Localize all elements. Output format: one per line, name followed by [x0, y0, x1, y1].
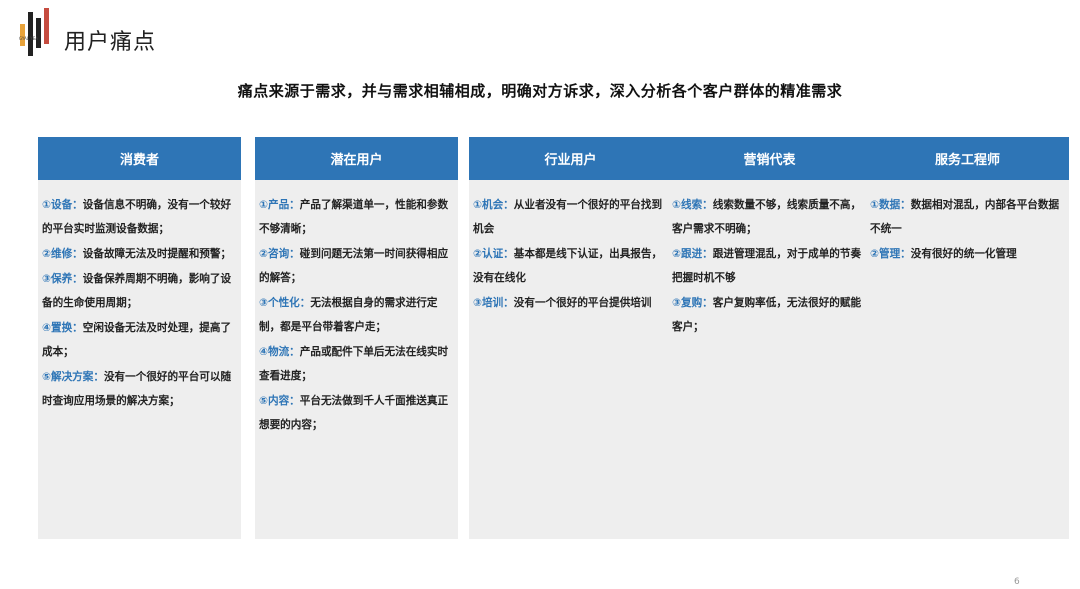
column-header: 服务工程师 — [866, 137, 1069, 180]
pain-point-text: 没有一个很好的平台提供培训 — [513, 297, 652, 309]
pain-point-text: 数据相对混乱，内部各平台数据不统一 — [870, 199, 1060, 235]
page-title: 用户痛点 — [64, 30, 157, 55]
logo-mark-icon: GYAL YEA — [19, 8, 49, 56]
pain-point-item: ①线索：线索数量不够，线索质量不高，客户需求不明确； — [672, 193, 867, 241]
pain-point-label: ②维修： — [42, 248, 83, 260]
column-header: 营销代表 — [668, 137, 871, 180]
pain-point-label: ②跟进： — [672, 248, 713, 260]
pain-point-item: ②维修：设备故障无法及时提醒和预警； — [42, 242, 237, 266]
column-body: ①设备：设备信息不明确，没有一个较好的平台实时监测设备数据；②维修：设备故障无法… — [38, 180, 241, 413]
pain-point-label: ②认证： — [473, 248, 514, 260]
pain-point-label: ④物流： — [259, 346, 300, 358]
pain-point-item: ④物流：产品或配件下单后无法在线实时查看进度； — [259, 340, 454, 388]
pain-point-item: ②跟进：跟进管理混乱，对于成单的节奏把握时机不够 — [672, 242, 867, 290]
pain-point-text: 产品或配件下单后无法在线实时查看进度； — [259, 346, 449, 382]
pain-point-item: ②认证：基本都是线下认证，出具报告，没有在线化 — [473, 242, 668, 290]
logo: GYAL YEA — [18, 8, 52, 58]
pain-point-item: ①数据：数据相对混乱，内部各平台数据不统一 — [870, 193, 1065, 241]
pain-point-label: ④置换： — [42, 322, 83, 334]
pain-point-text: 跟进管理混乱，对于成单的节奏把握时机不够 — [672, 248, 862, 284]
column-body: ①线索：线索数量不够，线索质量不高，客户需求不明确；②跟进：跟进管理混乱，对于成… — [668, 180, 871, 339]
pain-point-text: 基本都是线下认证，出具报告，没有在线化 — [473, 248, 663, 284]
pain-point-text: 设备信息不明确，没有一个较好的平台实时监测设备数据； — [42, 199, 232, 235]
pain-point-text: 空闲设备无法及时处理，提高了成本； — [42, 322, 232, 358]
pain-point-text: 无法根据自身的需求进行定制，都是平台带着客户走； — [259, 297, 438, 333]
pain-point-label: ③复购： — [672, 297, 713, 309]
pain-point-item: ②管理：没有很好的统一化管理 — [870, 242, 1065, 266]
pain-point-item: ①产品：产品了解渠道单一，性能和参数不够清晰； — [259, 193, 454, 241]
page-number: 6 — [1014, 577, 1020, 587]
pain-point-label: ⑤解决方案： — [42, 371, 104, 383]
pain-point-item: ③个性化：无法根据自身的需求进行定制，都是平台带着客户走； — [259, 291, 454, 339]
pain-point-text: 平台无法做到千人千面推送真正想要的内容； — [259, 395, 449, 431]
column-body: ①产品：产品了解渠道单一，性能和参数不够清晰；②咨询：碰到问题无法第一时间获得相… — [255, 180, 458, 437]
pain-point-item: ③保养：设备保养周期不明确，影响了设备的生命使用周期； — [42, 267, 237, 315]
pain-point-item: ⑤解决方案：没有一个很好的平台可以随时查询应用场景的解决方案； — [42, 365, 237, 413]
pain-point-label: ⑤内容： — [259, 395, 300, 407]
pain-point-label: ①设备： — [42, 199, 83, 211]
pain-point-label: ①数据： — [870, 199, 911, 211]
pain-point-text: 线索数量不够，线索质量不高，客户需求不明确； — [672, 199, 862, 235]
column-header: 行业用户 — [469, 137, 672, 180]
pain-point-text: 设备故障无法及时提醒和预警； — [82, 248, 232, 260]
pain-point-label: ③培训： — [473, 297, 514, 309]
pain-point-item: ①机会：从业者没有一个很好的平台找到机会 — [473, 193, 668, 241]
pain-point-text: 碰到问题无法第一时间获得相应的解答； — [259, 248, 449, 284]
pain-point-label: ③保养： — [42, 273, 83, 285]
pain-point-text: 客户复购率低，无法很好的赋能客户； — [672, 297, 862, 333]
pain-point-label: ②管理： — [870, 248, 911, 260]
pain-point-label: ②咨询： — [259, 248, 300, 260]
column-header: 消费者 — [38, 137, 241, 180]
pain-point-item: ⑤内容：平台无法做到千人千面推送真正想要的内容； — [259, 389, 454, 437]
pain-point-item: ①设备：设备信息不明确，没有一个较好的平台实时监测设备数据； — [42, 193, 237, 241]
pain-point-item: ③培训：没有一个很好的平台提供培训 — [473, 291, 668, 315]
column-header: 潜在用户 — [255, 137, 458, 180]
pain-point-label: ①线索： — [672, 199, 713, 211]
logo-text: GYAL YEA — [19, 36, 38, 41]
pain-point-text: 设备保养周期不明确，影响了设备的生命使用周期； — [42, 273, 232, 309]
pain-point-text: 没有很好的统一化管理 — [910, 248, 1017, 260]
page-subtitle: 痛点来源于需求，并与需求相辅相成，明确对方诉求，深入分析各个客户群体的精准需求 — [237, 82, 843, 100]
pain-point-label: ③个性化： — [259, 297, 311, 309]
pain-point-item: ②咨询：碰到问题无法第一时间获得相应的解答； — [259, 242, 454, 290]
pain-point-text: 从业者没有一个很好的平台找到机会 — [473, 199, 663, 235]
pain-point-item: ③复购：客户复购率低，无法很好的赋能客户； — [672, 291, 867, 339]
pain-point-text: 没有一个很好的平台可以随时查询应用场景的解决方案； — [42, 371, 232, 407]
pain-point-item: ④置换：空闲设备无法及时处理，提高了成本； — [42, 316, 237, 364]
pain-point-text: 产品了解渠道单一，性能和参数不够清晰； — [259, 199, 449, 235]
pain-point-label: ①产品： — [259, 199, 300, 211]
pain-point-label: ①机会： — [473, 199, 514, 211]
